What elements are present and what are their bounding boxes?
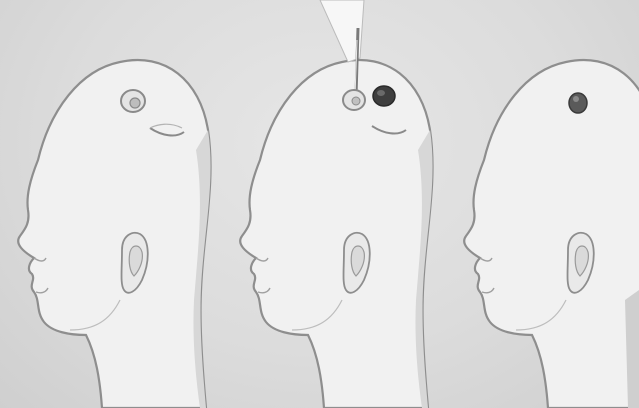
panel-1-head: [18, 60, 210, 408]
implant-chip-icon: [373, 86, 395, 106]
implant-chip-icon: [569, 93, 587, 113]
panel-3-head: [464, 60, 639, 408]
panel-2-head: [240, 0, 432, 408]
